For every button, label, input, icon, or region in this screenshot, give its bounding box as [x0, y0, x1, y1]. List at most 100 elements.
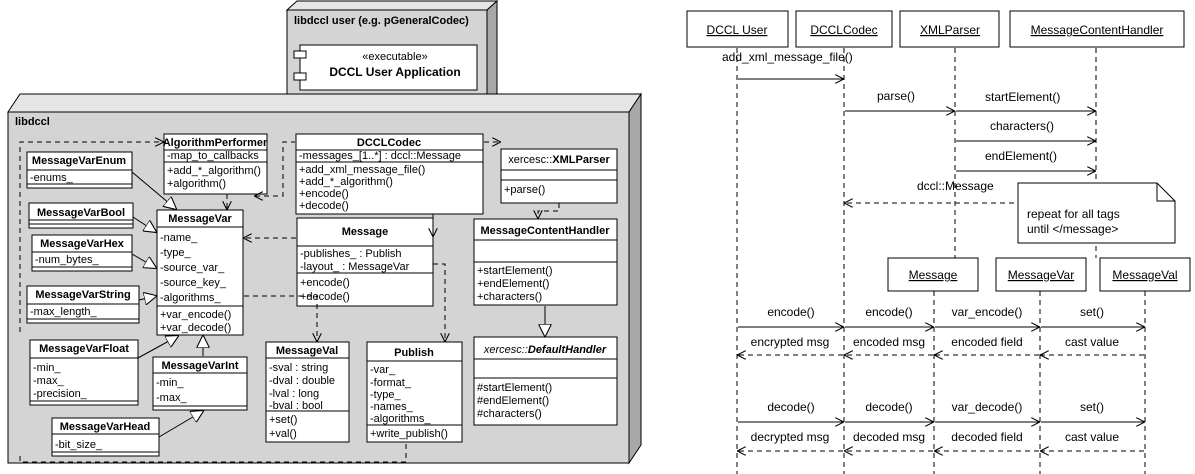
class-attribute: -name_ — [160, 232, 198, 244]
class-operation: +startElement() — [477, 265, 553, 277]
class-name: Message — [342, 226, 388, 238]
class-attribute: -bval : bool — [269, 400, 323, 412]
libdccl-node-title: libdccl — [15, 116, 50, 128]
message-label: decode() — [865, 400, 912, 414]
class-message-var-float: MessageVarFloat -min_ -max_ -precision_ — [29, 339, 139, 406]
class-name: AlgorithmPerformer — [163, 137, 268, 149]
class-operation: #characters() — [477, 408, 542, 420]
message-label: encoded msg — [853, 335, 925, 349]
class-operation: +set() — [269, 414, 297, 426]
class-name: MessageVar — [168, 213, 232, 225]
message-label: set() — [1080, 400, 1104, 414]
class-operation: +add_xml_message_file() — [299, 164, 425, 176]
class-attribute: -layout_ : MessageVar — [300, 261, 410, 273]
lifeline-label: DCCL User — [707, 23, 768, 37]
message-label: decode() — [767, 400, 814, 414]
class-name: Publish — [394, 347, 434, 359]
class-name: xercesc::DefaultHandler — [483, 344, 607, 356]
lifeline-dccl-user: DCCL User — [686, 10, 789, 48]
class-operation: +encode() — [300, 277, 350, 289]
class-attribute: -enums_ — [30, 172, 74, 184]
class-operation: +decode() — [299, 200, 349, 212]
class-operation: +var_encode() — [160, 309, 231, 321]
lifeline-xml-parser: XMLParser — [899, 10, 1000, 48]
class-operation: +add_*_algorithm() — [299, 176, 393, 188]
class-message-content-handler: MessageContentHandler +startElement() +e… — [473, 218, 618, 306]
class-message-var-int: MessageVarInt -min_ -max_ — [152, 356, 248, 411]
class-name: MessageVarBool — [37, 207, 125, 219]
class-name: MessageVarEnum — [32, 155, 126, 167]
message-label: startElement() — [985, 90, 1060, 104]
lifeline-dccl-codec: DCCLCodec — [795, 10, 893, 48]
lifeline-label: MessageContentHandler — [1031, 23, 1164, 37]
component-name: DCCL User Application — [329, 65, 460, 79]
message-label: dccl::Message — [917, 179, 994, 193]
class-name: MessageVarInt — [161, 360, 238, 372]
class-attribute: -source_key_ — [160, 277, 227, 289]
class-operation: +decode() — [300, 291, 350, 303]
lifeline-label: XMLParser — [920, 23, 980, 37]
class-attribute: -min_ — [33, 362, 61, 374]
class-operation: #startElement() — [477, 382, 552, 394]
class-attribute: -source_var_ — [160, 262, 225, 274]
class-attribute: -map_to_callbacks — [167, 150, 259, 162]
class-message-var-head: MessageVarHead -bit_size_ — [51, 417, 160, 457]
class-name: MessageVarHead — [60, 421, 151, 433]
class-attribute: -max_ — [156, 392, 187, 404]
user-node-title: libdccl user (e.g. pGeneralCodec) — [294, 15, 469, 27]
lifeline-message-val: MessageVal — [1099, 257, 1191, 292]
message-label: encrypted msg — [751, 335, 830, 349]
class-operation: +val() — [269, 428, 297, 440]
class-operation: +encode() — [299, 188, 349, 200]
class-operation: +var_decode() — [160, 322, 231, 334]
user-node: libdccl user (e.g. pGeneralCodec) «execu… — [285, 0, 499, 104]
component-stereotype: «executable» — [362, 51, 427, 63]
message-label: decrypted msg — [751, 430, 830, 444]
message-label: encode() — [767, 305, 814, 319]
class-attribute: -publishes_ : Publish — [300, 248, 402, 260]
class-name: MessageVarHex — [40, 238, 125, 250]
class-operation: +endElement() — [477, 278, 549, 290]
class-name: MessageContentHandler — [481, 225, 611, 237]
sequence-messages: add_xml_message_file() parse() startElem… — [722, 50, 1144, 451]
lifeline-message: Message — [887, 257, 979, 292]
lifeline-label: MessageVar — [1008, 268, 1074, 282]
sequence-diagram: DCCL User DCCLCodec XMLParser MessageCon… — [686, 10, 1191, 474]
class-name: MessageVarString — [35, 289, 130, 301]
lifeline-label: Message — [909, 268, 958, 282]
class-message-var: MessageVar -name_ -type_ -source_var_ -s… — [156, 209, 244, 336]
class-attribute: -format_ — [370, 377, 412, 389]
class-attribute: -sval : string — [269, 362, 328, 374]
class-xml-parser: xercesc::XMLParser +parse() — [500, 148, 618, 204]
message-label: add_xml_message_file() — [722, 50, 853, 64]
class-operation: +algorithm() — [167, 178, 226, 190]
class-message-var-enum: MessageVarEnum -enums_ — [26, 151, 133, 189]
class-attribute: -type_ — [160, 247, 191, 259]
class-attribute: -precision_ — [33, 388, 88, 400]
message-label: characters() — [990, 119, 1054, 133]
class-attribute: -max_ — [33, 375, 64, 387]
message-label: decoded msg — [853, 430, 925, 444]
lifeline-label: DCCLCodec — [810, 23, 877, 37]
class-attribute: -bit_size_ — [55, 439, 103, 451]
class-attribute: -dval : double — [269, 375, 335, 387]
class-attribute: -messages_[1..*] : dccl::Message — [299, 150, 461, 162]
class-diagram: libdccl user (e.g. pGeneralCodec) «execu… — [7, 0, 642, 465]
class-operation: +characters() — [477, 291, 542, 303]
class-operation: +parse() — [504, 184, 545, 196]
message-label: var_encode() — [952, 305, 1023, 319]
class-name: xercesc::XMLParser — [508, 154, 610, 166]
class-attribute: -lval : long — [269, 388, 319, 400]
message-label: set() — [1080, 305, 1104, 319]
repeat-note: repeat for all tags until </message> — [1017, 182, 1176, 244]
class-message-var-hex: MessageVarHex -num_bytes_ — [31, 234, 133, 272]
class-operation: +add_*_algorithm() — [167, 165, 261, 177]
class-attribute: -num_bytes_ — [35, 254, 99, 266]
message-label: parse() — [877, 89, 915, 103]
class-message-val: MessageVal -sval : string -dval : double… — [265, 341, 350, 443]
message-label: var_decode() — [952, 400, 1023, 414]
message-label: encoded field — [951, 335, 1022, 349]
message-label: cast value — [1065, 430, 1119, 444]
note-line: repeat for all tags — [1027, 207, 1120, 221]
